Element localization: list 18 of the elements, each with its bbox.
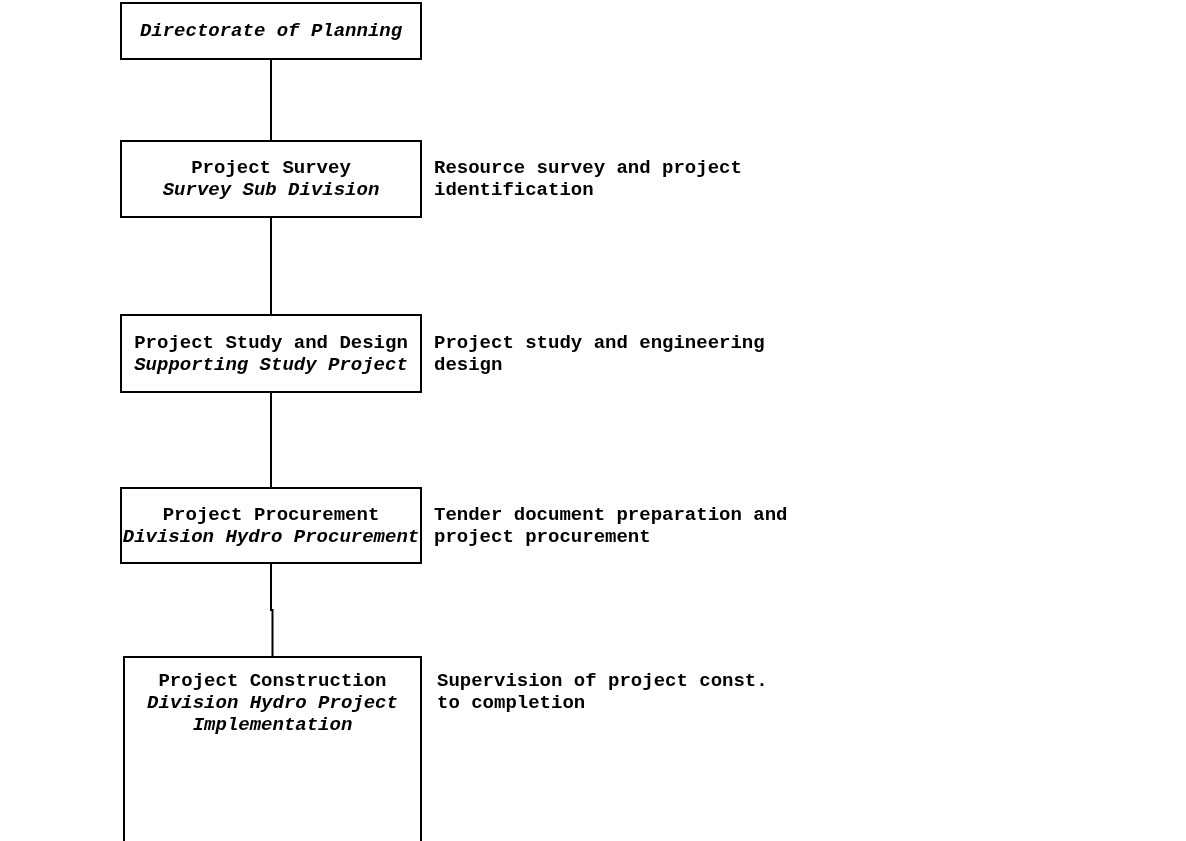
stage-description: Resource survey and project identification bbox=[434, 157, 743, 201]
stage-title: Project Survey bbox=[191, 157, 351, 179]
org-box bbox=[120, 2, 422, 60]
connector-line bbox=[270, 392, 272, 488]
unit-name: Supporting Study Project bbox=[134, 353, 408, 376]
stage-title: Project Construction bbox=[158, 670, 387, 692]
stage-description: Tender document preparation and project procurement bbox=[434, 503, 789, 548]
stage-title: Project Study and Design bbox=[134, 331, 408, 354]
stage-description: Supervision of project const. to completion bbox=[437, 670, 769, 714]
connector-line bbox=[270, 59, 272, 141]
unit-name: Division Hydro Procurement bbox=[122, 525, 420, 548]
connector-line bbox=[270, 217, 272, 315]
unit-name: Directorate of Planning bbox=[139, 20, 403, 42]
stage-description: Project study and engineering design bbox=[434, 331, 766, 376]
unit-name: Survey Sub Division bbox=[162, 179, 380, 201]
unit-name: Division Hydro Project Implementation bbox=[146, 692, 399, 736]
connector-line bbox=[270, 563, 274, 657]
stage-title: Project Procurement bbox=[162, 503, 380, 526]
